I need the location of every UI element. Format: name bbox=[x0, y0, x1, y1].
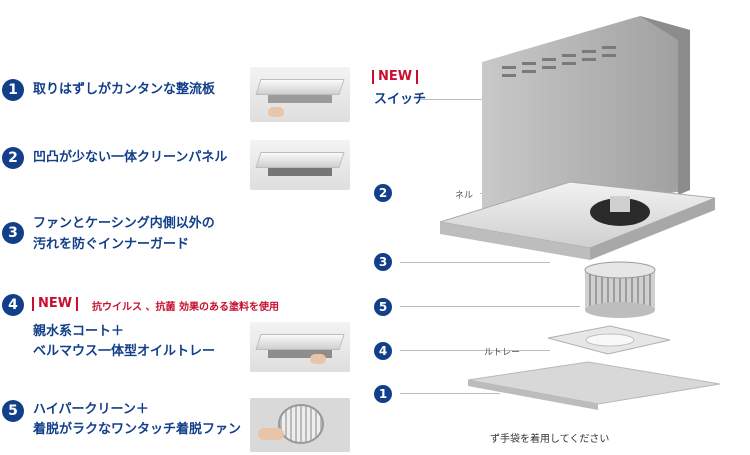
feature-title: 凹凸が少ない一体クリーンパネル bbox=[33, 150, 228, 165]
leader-line bbox=[420, 99, 520, 100]
feature-title: 取りはずしがカンタンな整流板 bbox=[33, 82, 216, 97]
callout-number: 2 bbox=[374, 184, 392, 202]
feature-number: 3 bbox=[2, 222, 24, 244]
callout-number: 3 bbox=[374, 253, 392, 271]
callout-number: 1 bbox=[374, 385, 392, 403]
leader-line bbox=[400, 306, 580, 307]
leader-line bbox=[400, 350, 550, 351]
feature-number: 1 bbox=[2, 79, 24, 101]
callout-label: ネル bbox=[455, 191, 474, 201]
feature-title-line-1: ファンとケーシング内側以外の bbox=[33, 216, 215, 231]
feature-image-baffle bbox=[250, 67, 350, 122]
feature-title-line-2: 汚れを防ぐインナーガード bbox=[33, 237, 190, 252]
feature-image-panel bbox=[250, 140, 350, 190]
feature-number: 4 bbox=[2, 294, 24, 316]
feature-number: 2 bbox=[2, 147, 24, 169]
feature-title-line-1: 親水系コート＋ bbox=[33, 324, 125, 339]
leader-line bbox=[400, 262, 550, 263]
range-hood-exploded-diagram bbox=[439, 16, 721, 410]
feature-note: 抗ウイルス 、抗菌 効果のある塗料を使用 bbox=[92, 302, 279, 313]
callout-number: 5 bbox=[374, 298, 392, 316]
feature-number: 5 bbox=[2, 400, 24, 422]
feature-image-oil-tray bbox=[250, 322, 350, 372]
feature-title-line-2: ベルマウス一体型オイルトレー bbox=[33, 344, 216, 359]
switch-label: スイッチ bbox=[374, 92, 427, 107]
callout-number: 4 bbox=[374, 342, 392, 360]
feature-image-fan bbox=[250, 398, 350, 452]
feature-title-line-2: 着脱がラクなワンタッチ着脱ファン bbox=[33, 422, 242, 437]
leader-line bbox=[400, 393, 500, 394]
footnote: ず手袋を着用してください bbox=[490, 434, 610, 445]
callout-label: ルトレー bbox=[484, 348, 521, 358]
feature-title-line-1: ハイパークリーン＋ bbox=[33, 402, 149, 417]
right-new-badge: NEW bbox=[372, 70, 419, 84]
new-badge: NEW bbox=[32, 297, 79, 311]
